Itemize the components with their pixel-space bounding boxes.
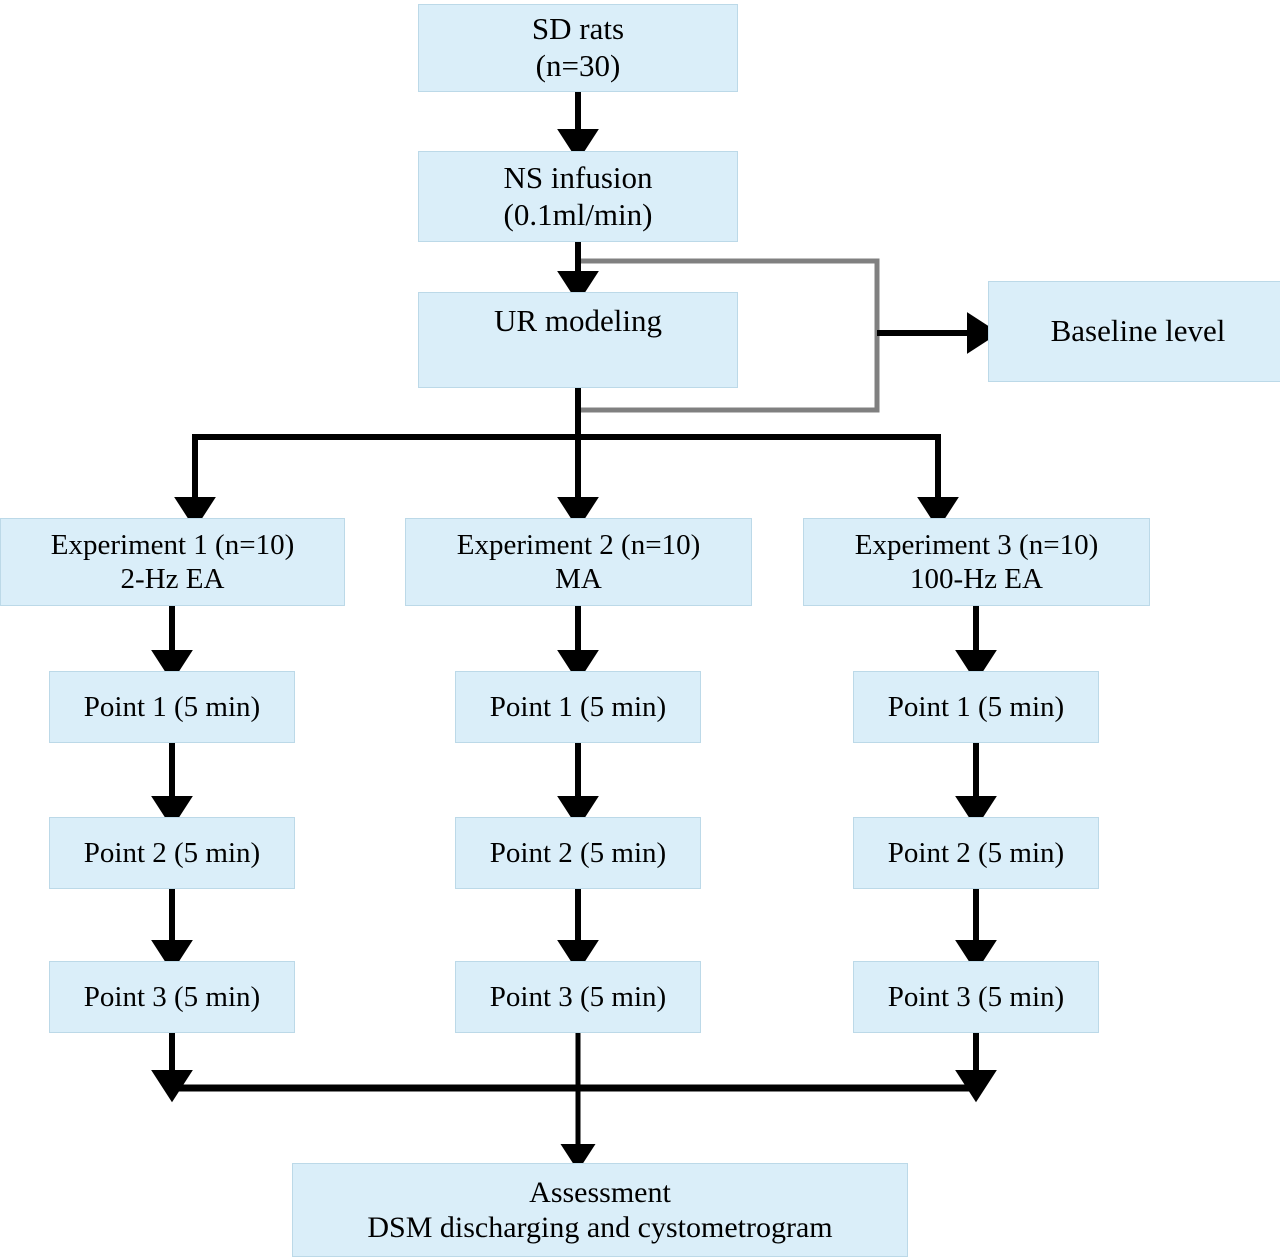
node-baseline-level: Baseline level — [988, 281, 1280, 382]
node-col3-point-1: Point 1 (5 min) — [853, 671, 1099, 743]
node-col3-point-3: Point 3 (5 min) — [853, 961, 1099, 1033]
node-col3-point-2: Point 2 (5 min) — [853, 817, 1099, 889]
node-col2-point-1: Point 1 (5 min) — [455, 671, 701, 743]
node-ur-modeling: UR modeling — [418, 292, 738, 388]
node-ns-infusion: NS infusion (0.1ml/min) — [418, 151, 738, 242]
node-sd-rats: SD rats (n=30) — [418, 4, 738, 92]
node-experiment-2: Experiment 2 (n=10) MA — [405, 518, 752, 606]
node-col1-point-1: Point 1 (5 min) — [49, 671, 295, 743]
node-col2-point-2: Point 2 (5 min) — [455, 817, 701, 889]
node-col1-point-3: Point 3 (5 min) — [49, 961, 295, 1033]
node-col2-point-3: Point 3 (5 min) — [455, 961, 701, 1033]
node-experiment-1: Experiment 1 (n=10) 2-Hz EA — [0, 518, 345, 606]
node-experiment-3: Experiment 3 (n=10) 100-Hz EA — [803, 518, 1150, 606]
node-col1-point-2: Point 2 (5 min) — [49, 817, 295, 889]
node-assessment: Assessment DSM discharging and cystometr… — [292, 1163, 908, 1257]
